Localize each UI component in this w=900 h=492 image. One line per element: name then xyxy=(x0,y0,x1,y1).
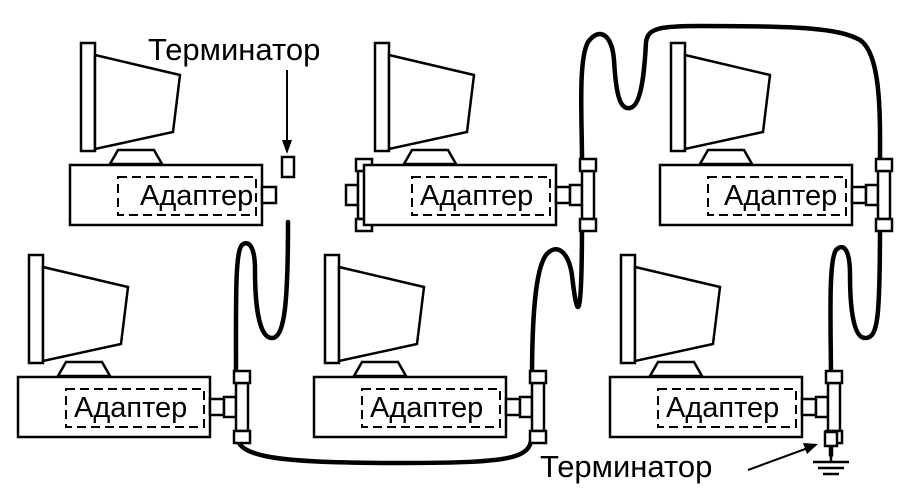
adapter-label: Адаптер xyxy=(420,180,533,212)
adapter-label: Адаптер xyxy=(370,392,483,424)
station-top-right: Адаптер xyxy=(658,41,894,233)
t-connector-icon xyxy=(568,157,598,233)
adapter-label: Адаптер xyxy=(724,180,837,212)
adapter-label: Адаптер xyxy=(666,392,779,424)
t-connector-icon xyxy=(518,369,548,445)
adapter-label: Адаптер xyxy=(140,180,253,212)
station-top-left: Адаптер xyxy=(68,41,374,233)
terminator-bottom-arrow xyxy=(747,443,818,471)
station-bottom-right: Адаптер xyxy=(608,253,844,445)
station-bottom-middle: Адаптер xyxy=(312,253,548,445)
terminator-top-icon xyxy=(280,155,296,179)
t-connector-icon xyxy=(864,157,894,233)
terminator-bottom-label: Терминатор xyxy=(540,449,712,484)
station-bottom-left: Адаптер xyxy=(16,253,252,445)
station-top-middle: Адаптер xyxy=(362,41,598,233)
terminator-bottom-icon xyxy=(823,430,839,448)
t-connector-icon xyxy=(222,369,252,445)
terminator-top-label: Терминатор xyxy=(148,32,320,67)
terminator-top-arrow xyxy=(282,70,292,154)
ground-icon xyxy=(813,446,849,476)
adapter-label: Адаптер xyxy=(74,392,187,424)
